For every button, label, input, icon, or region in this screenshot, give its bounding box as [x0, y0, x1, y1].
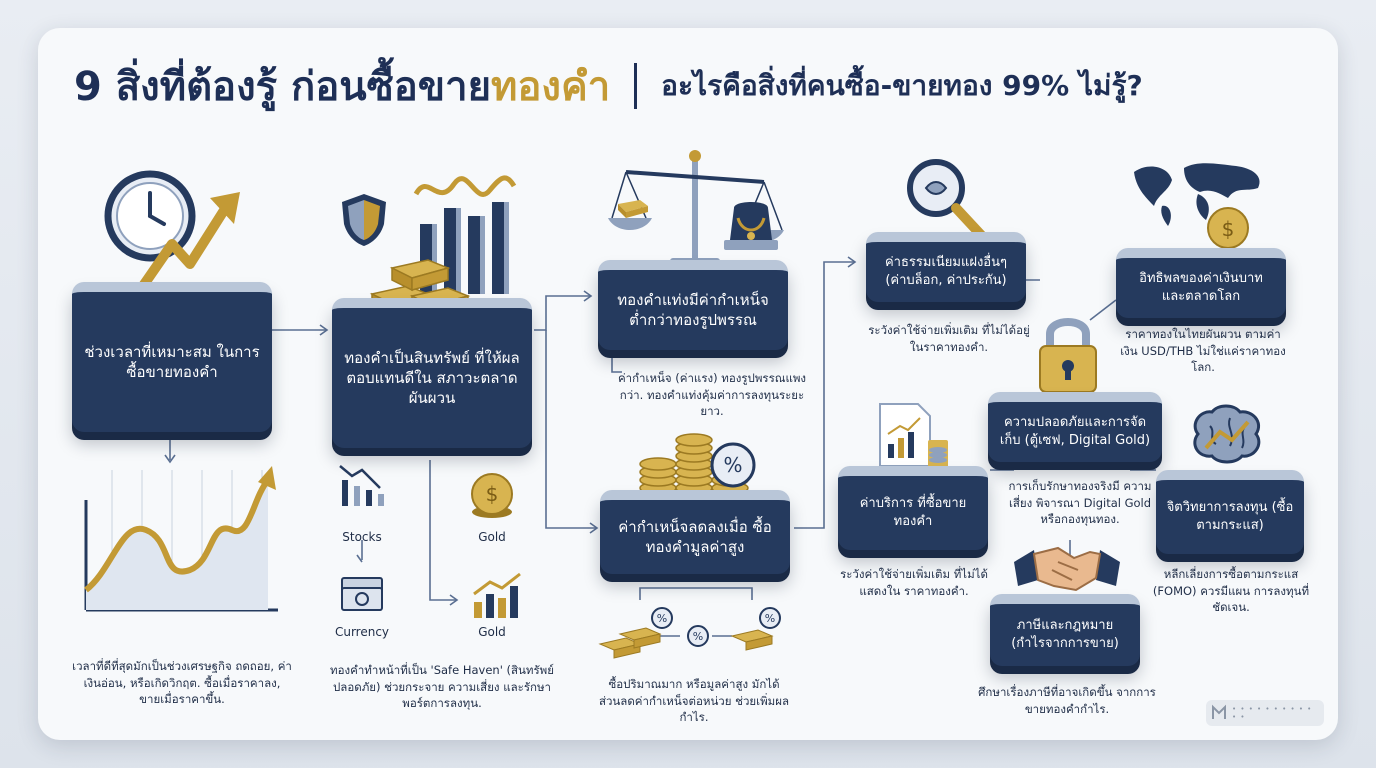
- svg-text:$: $: [486, 482, 499, 506]
- gold-coin-icon: $: [471, 473, 513, 518]
- clock-icon: [104, 170, 196, 262]
- brain-icon: [1193, 404, 1261, 464]
- world-map-icon: [1134, 163, 1260, 226]
- step-9-desc: หลีกเลี่ยงการซื้อตามกระแส (FOMO) ควรมีแผ…: [1152, 567, 1310, 615]
- step-1-desc: เวลาที่ดีที่สุดมักเป็นช่วงเศรษฐกิจ ถดถอย…: [72, 659, 292, 707]
- svg-text:%: %: [765, 612, 775, 625]
- currency-icon: [341, 577, 383, 611]
- shield-icon: [342, 194, 386, 246]
- gold-label-1: Gold: [478, 530, 506, 544]
- handshake-icon: [1014, 546, 1120, 592]
- currency-label: Currency: [334, 625, 390, 639]
- gold-label-2: Gold: [478, 625, 506, 639]
- stocks-chart-icon: [339, 465, 384, 506]
- svg-text:%: %: [723, 453, 742, 477]
- document-chart-icon: [879, 403, 948, 468]
- step-9-box: จิตวิทยาการลงทุน (ซื้อตามกระแส): [1156, 470, 1304, 554]
- step-2-box: ทองคำเป็นสินทรัพย์ ที่ให้ผลตอบแทนดีใน สภ…: [332, 298, 532, 448]
- step-1-box: ช่วงเวลาที่เหมาะสม ในการซื้อขายทองคำ: [72, 282, 272, 432]
- line-chart-icon: [84, 466, 278, 612]
- step-5-box: ค่าธรรมเนียมแฝงอื่นๆ (ค่าบล็อก, ค่าประกั…: [866, 232, 1026, 302]
- percent-icon: %: [710, 442, 756, 488]
- stocks-label: Stocks: [342, 530, 382, 544]
- svg-text:%: %: [657, 612, 667, 625]
- step-6-desc: ราคาทองในไทยผันผวน ตามค่าเงิน USD/THB ไม…: [1120, 327, 1286, 375]
- title-main: 9 สิ่งที่ต้องรู้ ก่อนซื้อขาย: [74, 64, 492, 110]
- step-7-box: ความปลอดภัยและการจัดเก็บ (ตู้เซฟ, Digita…: [988, 392, 1162, 462]
- title-subtitle: อะไรคือสิ่งที่คนซื้อ-ขายทอง 99% ไม่รู้?: [661, 69, 1143, 102]
- title-highlight: ทองคำ: [491, 64, 611, 110]
- svg-text:$: $: [1222, 217, 1235, 241]
- step-8-desc: ระวังค่าใช้จ่ายเพิ่มเติม ที่ไม่ได้แสดงใน…: [840, 567, 988, 598]
- step-10-desc: ศึกษาเรื่องภาษีที่อาจเกิดขึ้น จากการขายท…: [978, 685, 1156, 716]
- step-7-desc: การเก็บรักษาทองจริงมี ความเสี่ยง พิจารณา…: [1008, 479, 1152, 527]
- title-divider: [634, 63, 638, 109]
- step-2-desc: ทองคำทำหน้าที่เป็น 'Safe Haven' (สินทรัพ…: [330, 663, 554, 711]
- step-4-box: ค่ากำเหน็จลดลงเมื่อ ซื้อทองคำมูลค่าสูง: [600, 490, 790, 574]
- step-3-desc: ค่ากำเหน็จ (ค่าแรง) ทองรูปพรรณแพงกว่า. ท…: [617, 371, 807, 419]
- step-4-desc: ซื้อปริมาณมาก หรือมูลค่าสูง มักได้ส่วนลด…: [598, 677, 790, 725]
- page-title: 9 สิ่งที่ต้องรู้ ก่อนซื้อขายทองคำ อะไรคื…: [74, 56, 1143, 116]
- jewelry-icon: [724, 202, 778, 250]
- step-8-box: ค่าบริการ ที่ซื้อขายทองคำ: [838, 466, 988, 550]
- watermark-badge: • • • • • • • • • • • •: [1206, 700, 1324, 726]
- rising-arrow-icon: [131, 192, 240, 301]
- watermark-text: • • • • • • • • • • • •: [1232, 705, 1313, 721]
- dollar-coin-icon: $: [1207, 207, 1249, 249]
- logo-icon: [1212, 704, 1226, 719]
- gold-growth-icon: [473, 572, 521, 618]
- svg-text:%: %: [693, 630, 703, 643]
- step-5-desc: ระวังค่าใช้จ่ายเพิ่มเติม ที่ไม่ได้อยู่ใน…: [868, 323, 1030, 354]
- step-3-box: ทองคำแท่งมีค่ากำเหน็จ ต่ำกว่าทองรูปพรรณ: [598, 260, 788, 350]
- step-6-box: อิทธิพลของค่าเงินบาท และตลาดโลก: [1116, 248, 1286, 318]
- step-10-box: ภาษีและกฎหมาย (กำไรจากการขาย): [990, 594, 1140, 666]
- padlock-icon: [1039, 318, 1097, 393]
- gold-discount-icon: %%%: [598, 607, 781, 659]
- magnifier-icon: [907, 159, 987, 241]
